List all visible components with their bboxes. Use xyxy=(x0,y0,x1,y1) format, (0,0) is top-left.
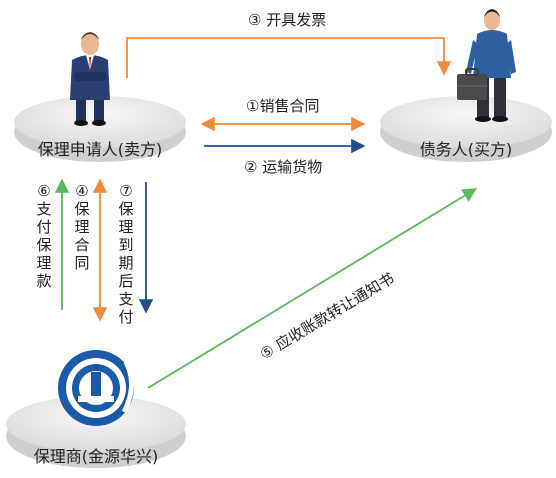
transfer-notice-label: ⑤ 应收账款转让通知书 xyxy=(257,269,398,363)
jinyuan-logo-icon xyxy=(58,350,134,426)
factor-label: 保理商(金源华兴) xyxy=(34,447,159,466)
buyer-pedestal xyxy=(380,96,552,162)
buyer-person-icon xyxy=(457,9,516,122)
seller-label: 保理申请人(卖方) xyxy=(38,140,163,159)
goods-label: ② 运输货物 xyxy=(244,158,322,176)
invoice-arrow xyxy=(126,37,452,78)
transfer-notice-arrow xyxy=(147,188,478,389)
sales-contract-label: ①销售合同 xyxy=(246,97,319,115)
seller-person-icon xyxy=(70,32,110,126)
invoice-label: ③ 开具发票 xyxy=(248,11,326,29)
briefcase-icon xyxy=(457,68,487,100)
buyer-label: 债务人(买方) xyxy=(420,140,513,159)
